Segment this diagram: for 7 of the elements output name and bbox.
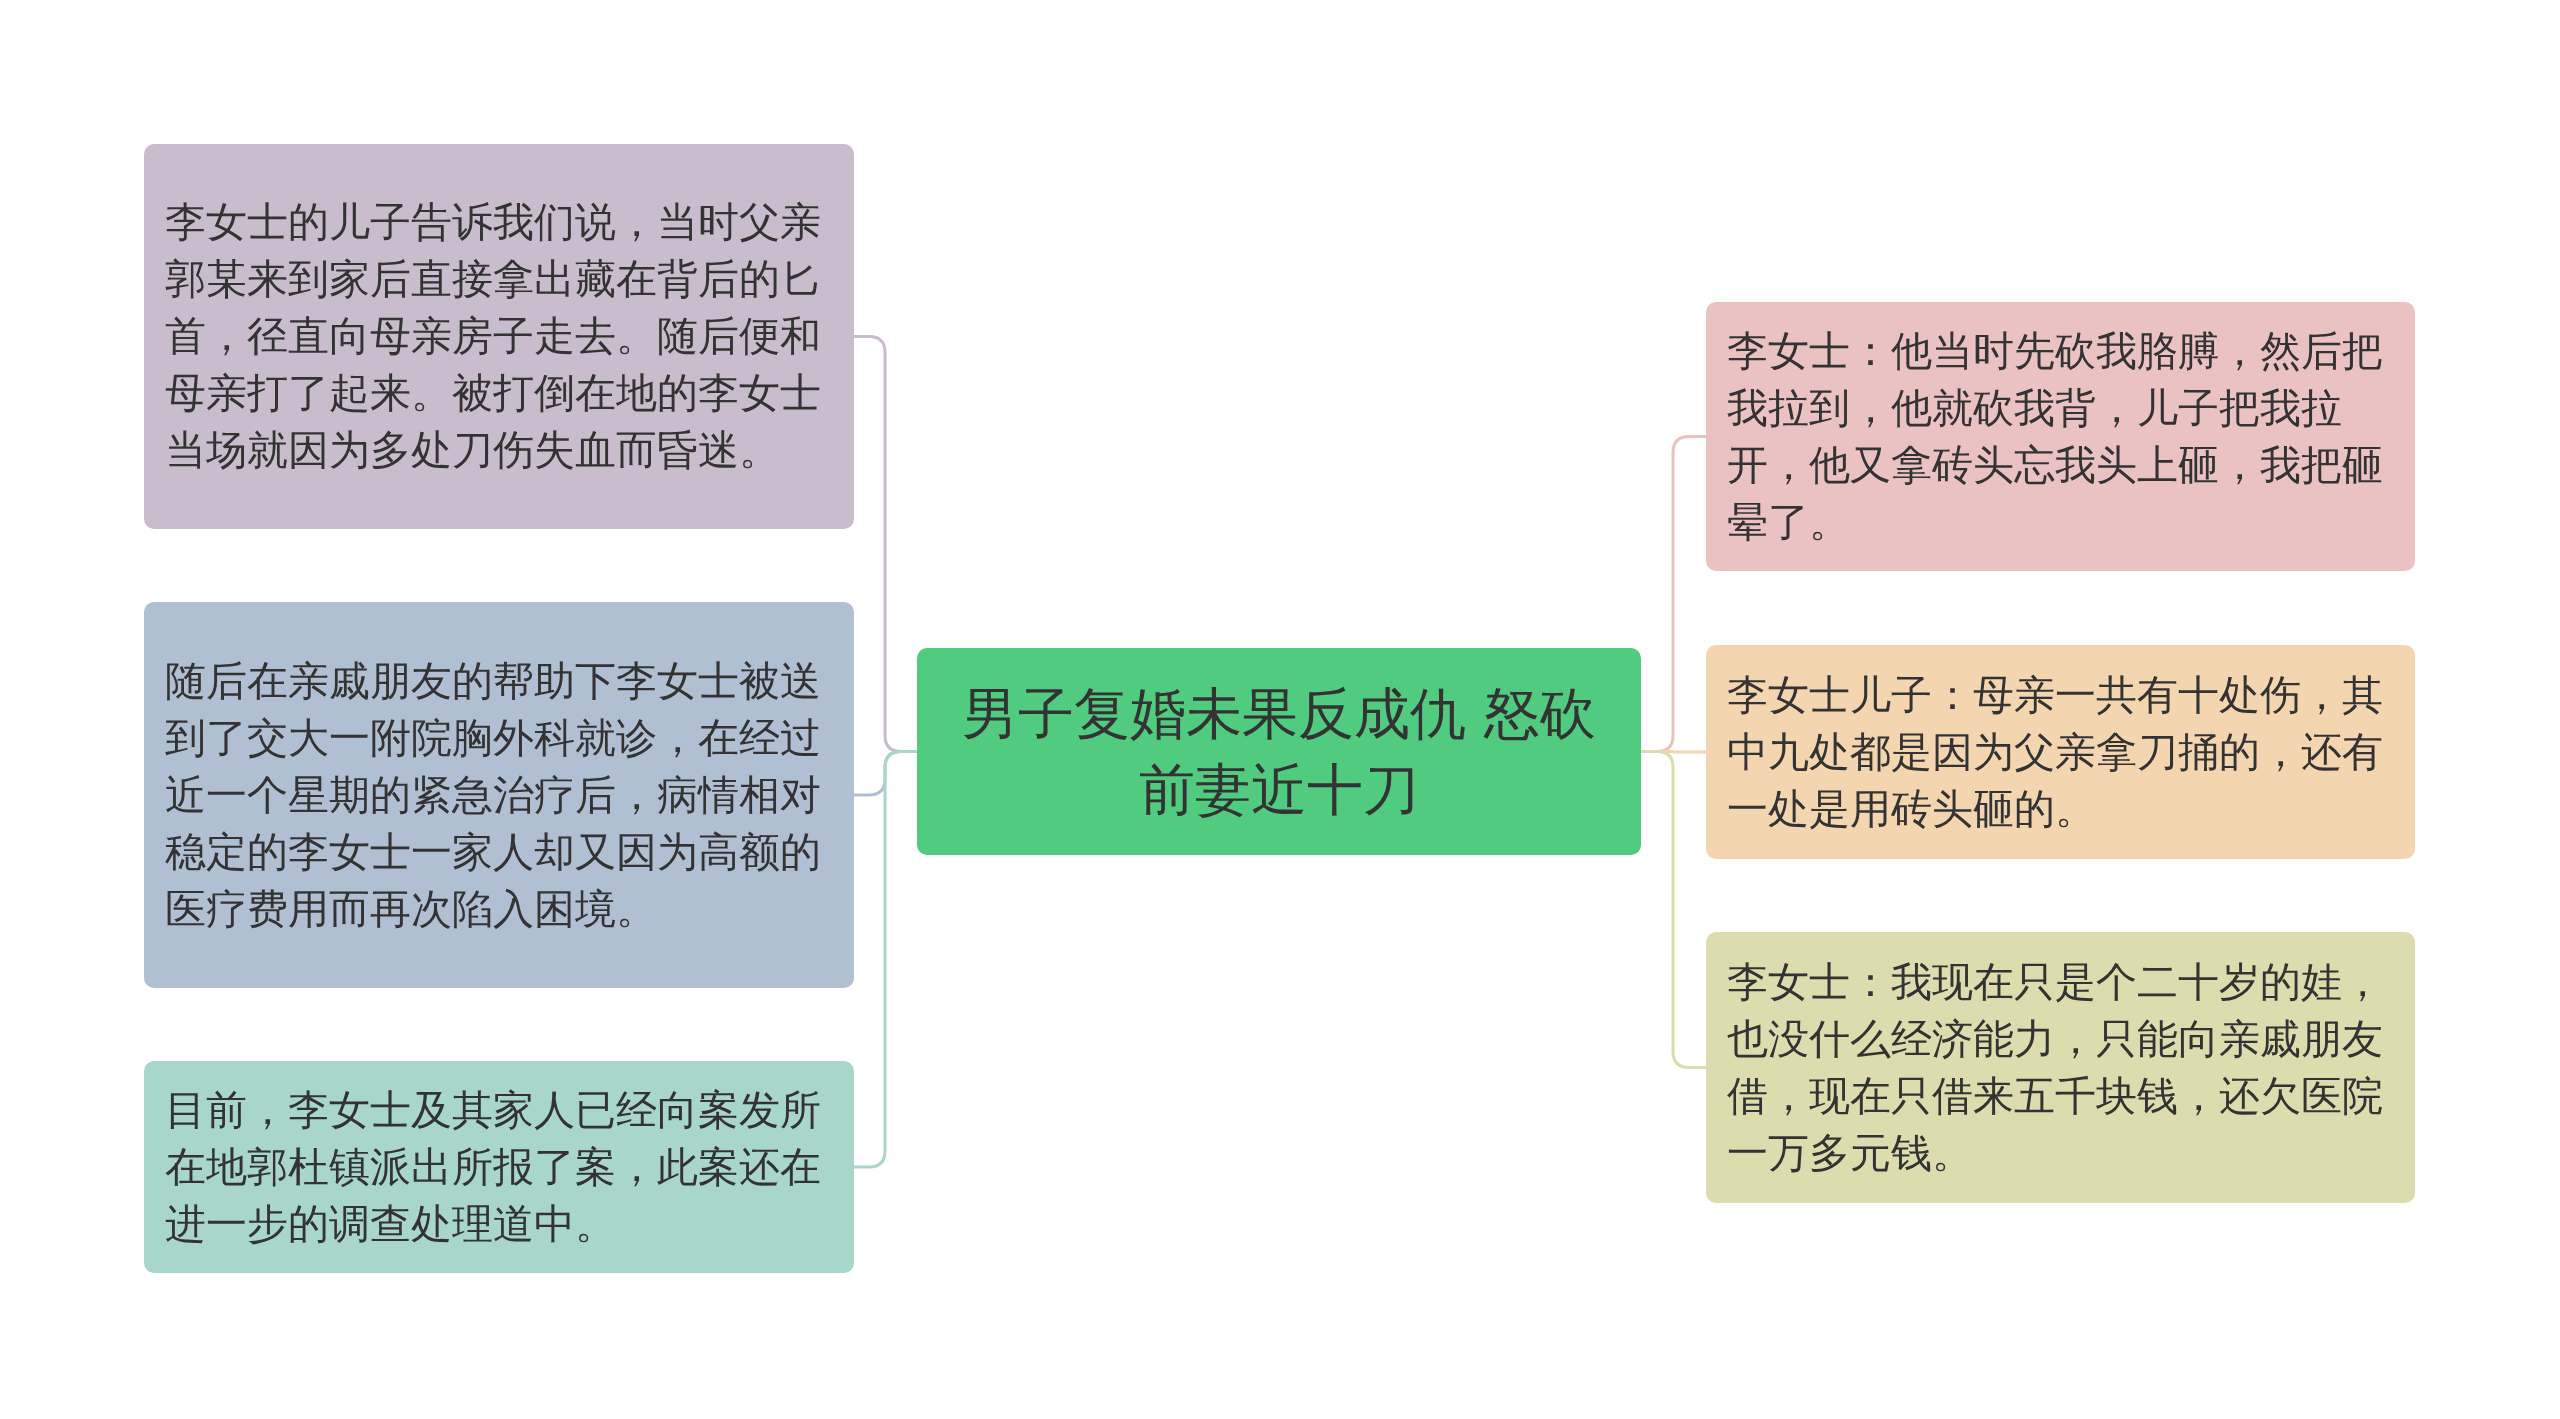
topic-box: 目前，李女士及其家人已经向案发所在地郭杜镇派出所报了案，此案还在进一步的调查处理道中。 [144, 1061, 854, 1273]
topic-box: 李女士的儿子告诉我们说，当时父亲郭某来到家后直接拿出藏在背后的匕首，径直向母亲房子走去。随后便和母亲打了起来。被打倒在地的李女士当场就因为多处刀伤失血而昏迷。 [144, 144, 854, 529]
topic-box: 李女士儿子：母亲一共有十处伤，其中九处都是因为父亲拿刀捅的，还有一处是用砖头砸的。 [1706, 645, 2415, 859]
topic-box: 李女士：他当时先砍我胳膊，然后把我拉到，他就砍我背，儿子把我拉开，他又拿砖头忘我头上砸，我把砸晕了。 [1706, 302, 2415, 571]
central-topic-box: 男子复婚未果反成仇 怒砍前妻近十刀 [917, 648, 1641, 855]
topic-box: 随后在亲戚朋友的帮助下李女士被送到了交大一附院胸外科就诊，在经过近一个星期的紧急治疗后，病情相对稳定的李女士一家人却又因为高额的医疗费用而再次陷入困境。 [144, 602, 854, 988]
topic-box: 李女士：我现在只是个二十岁的娃，也没什么经济能力，只能向亲戚朋友借，现在只借来五千块钱，还欠医院一万多元钱。 [1706, 932, 2415, 1203]
